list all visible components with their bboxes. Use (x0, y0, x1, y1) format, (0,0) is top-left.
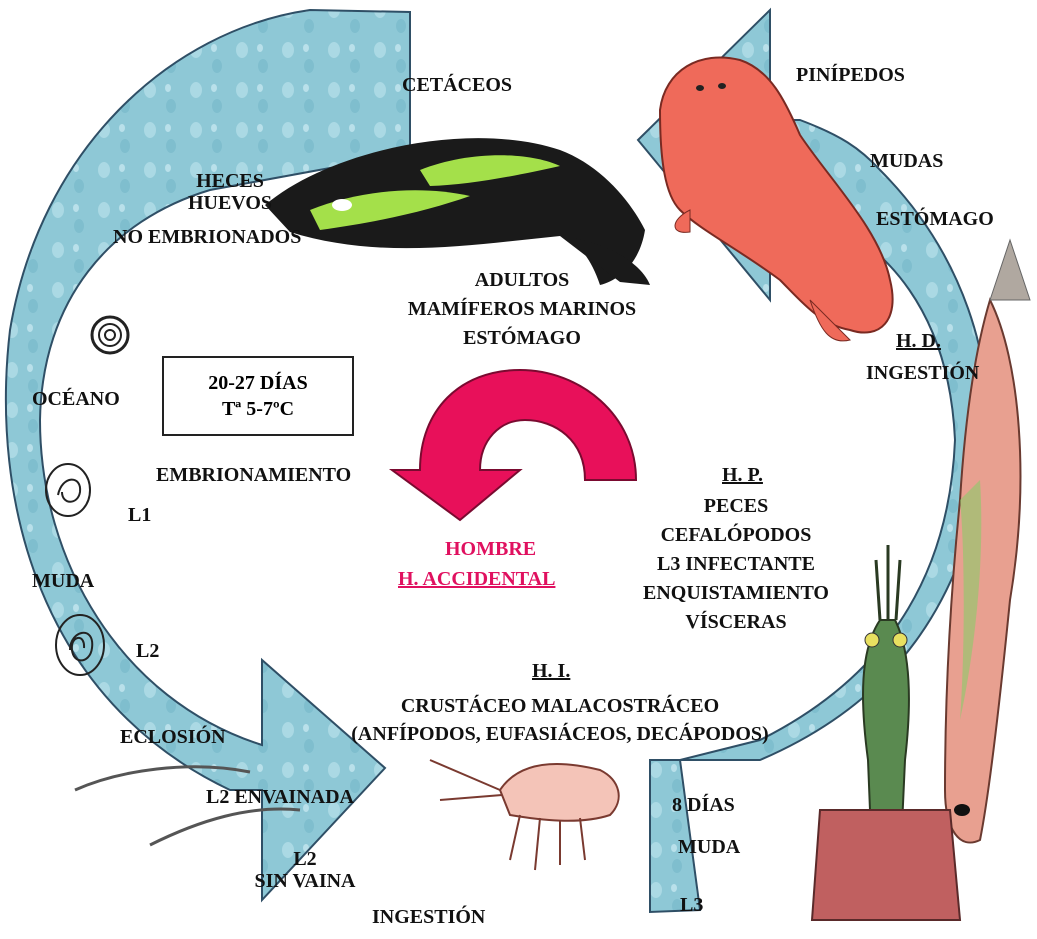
label-muda: MUDA (32, 570, 94, 592)
label-eclosion: ECLOSIÓN (120, 726, 226, 748)
label-ingestion-bottom: INGESTIÓN (372, 906, 485, 928)
label-estomago-hd: ESTÓMAGO (876, 208, 994, 230)
label-l3: L3 (680, 894, 703, 916)
label-oceano: OCÉANO (32, 388, 120, 410)
label-no-embrionados: NO EMBRIONADOS (113, 226, 301, 248)
label-hi-lines: CRUSTÁCEO MALACOSTRÁCEO(ANFÍPODOS, EUFAS… (280, 692, 840, 748)
label-hi: H. I. (532, 660, 570, 682)
label-hp: H. P. (722, 464, 763, 486)
egg-icon (92, 317, 128, 353)
shrimp-illustration (430, 760, 619, 870)
label-mudas: MUDAS (870, 150, 943, 172)
label-l2-envainada: L2 ENVAINADA (206, 786, 354, 808)
label-pinipedos: PINÍPEDOS (796, 64, 905, 86)
label-hombre: HOMBRE (445, 538, 536, 560)
accidental-host-arrow (392, 370, 636, 520)
label-muda-right: MUDA (678, 836, 740, 858)
label-ingestion-hd: INGESTIÓN (866, 362, 979, 384)
label-hd: H. D. (896, 330, 941, 352)
label-h-accidental: H. ACCIDENTAL (398, 568, 555, 590)
label-l2: L2 (136, 640, 159, 662)
label-embrionamiento: EMBRIONAMIENTO (156, 464, 351, 486)
label-l1: L1 (128, 504, 151, 526)
label-cetaceos: CETÁCEOS (402, 74, 512, 96)
larva-l1-icon (46, 464, 90, 516)
label-8-dias: 8 DÍAS (672, 794, 735, 816)
